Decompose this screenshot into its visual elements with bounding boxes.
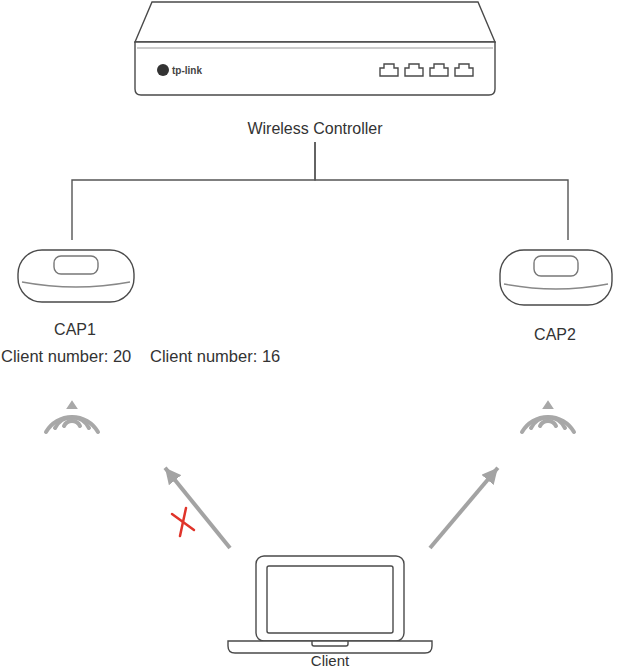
wired-link xyxy=(315,142,568,240)
device-label: CAP1 xyxy=(54,321,96,339)
controller-edge xyxy=(137,48,493,49)
port-symbol xyxy=(430,64,448,76)
controller-top xyxy=(135,2,495,42)
controller-illustration xyxy=(135,2,495,95)
laptop-screen xyxy=(256,556,404,641)
port-symbol xyxy=(380,64,398,76)
wired-link xyxy=(72,142,315,240)
laptop-display xyxy=(267,566,393,633)
wifi-symbol xyxy=(522,402,574,432)
wireless-link xyxy=(165,468,230,548)
device-node: CAP2 xyxy=(495,240,620,465)
ap-side xyxy=(504,284,608,289)
ap-body xyxy=(18,250,134,302)
laptop-notch xyxy=(312,641,348,646)
ap-side xyxy=(22,282,130,287)
blocked-cross xyxy=(172,508,194,536)
ap-plate xyxy=(534,256,578,276)
client-count: Client number: 20 xyxy=(1,347,131,365)
device-label: Client xyxy=(311,652,349,670)
wifi-symbol xyxy=(46,402,98,432)
ap-body xyxy=(500,250,612,305)
logo-text: tp-link xyxy=(172,62,202,80)
client-count: Client number: 16 xyxy=(150,347,280,365)
ap-illustration xyxy=(18,250,134,302)
laptop-illustration xyxy=(228,556,432,653)
wireless-link xyxy=(430,468,498,548)
logo-mark xyxy=(157,64,169,76)
port-symbol xyxy=(405,64,423,76)
device-label: CAP2 xyxy=(534,326,576,344)
ap-illustration xyxy=(500,250,612,305)
laptop-base xyxy=(228,641,432,653)
device-label: Wireless Controller xyxy=(247,120,382,138)
port-symbol xyxy=(455,64,473,76)
device-node: Client xyxy=(222,548,436,671)
ap-plate xyxy=(54,256,98,274)
controller-front xyxy=(135,42,495,95)
